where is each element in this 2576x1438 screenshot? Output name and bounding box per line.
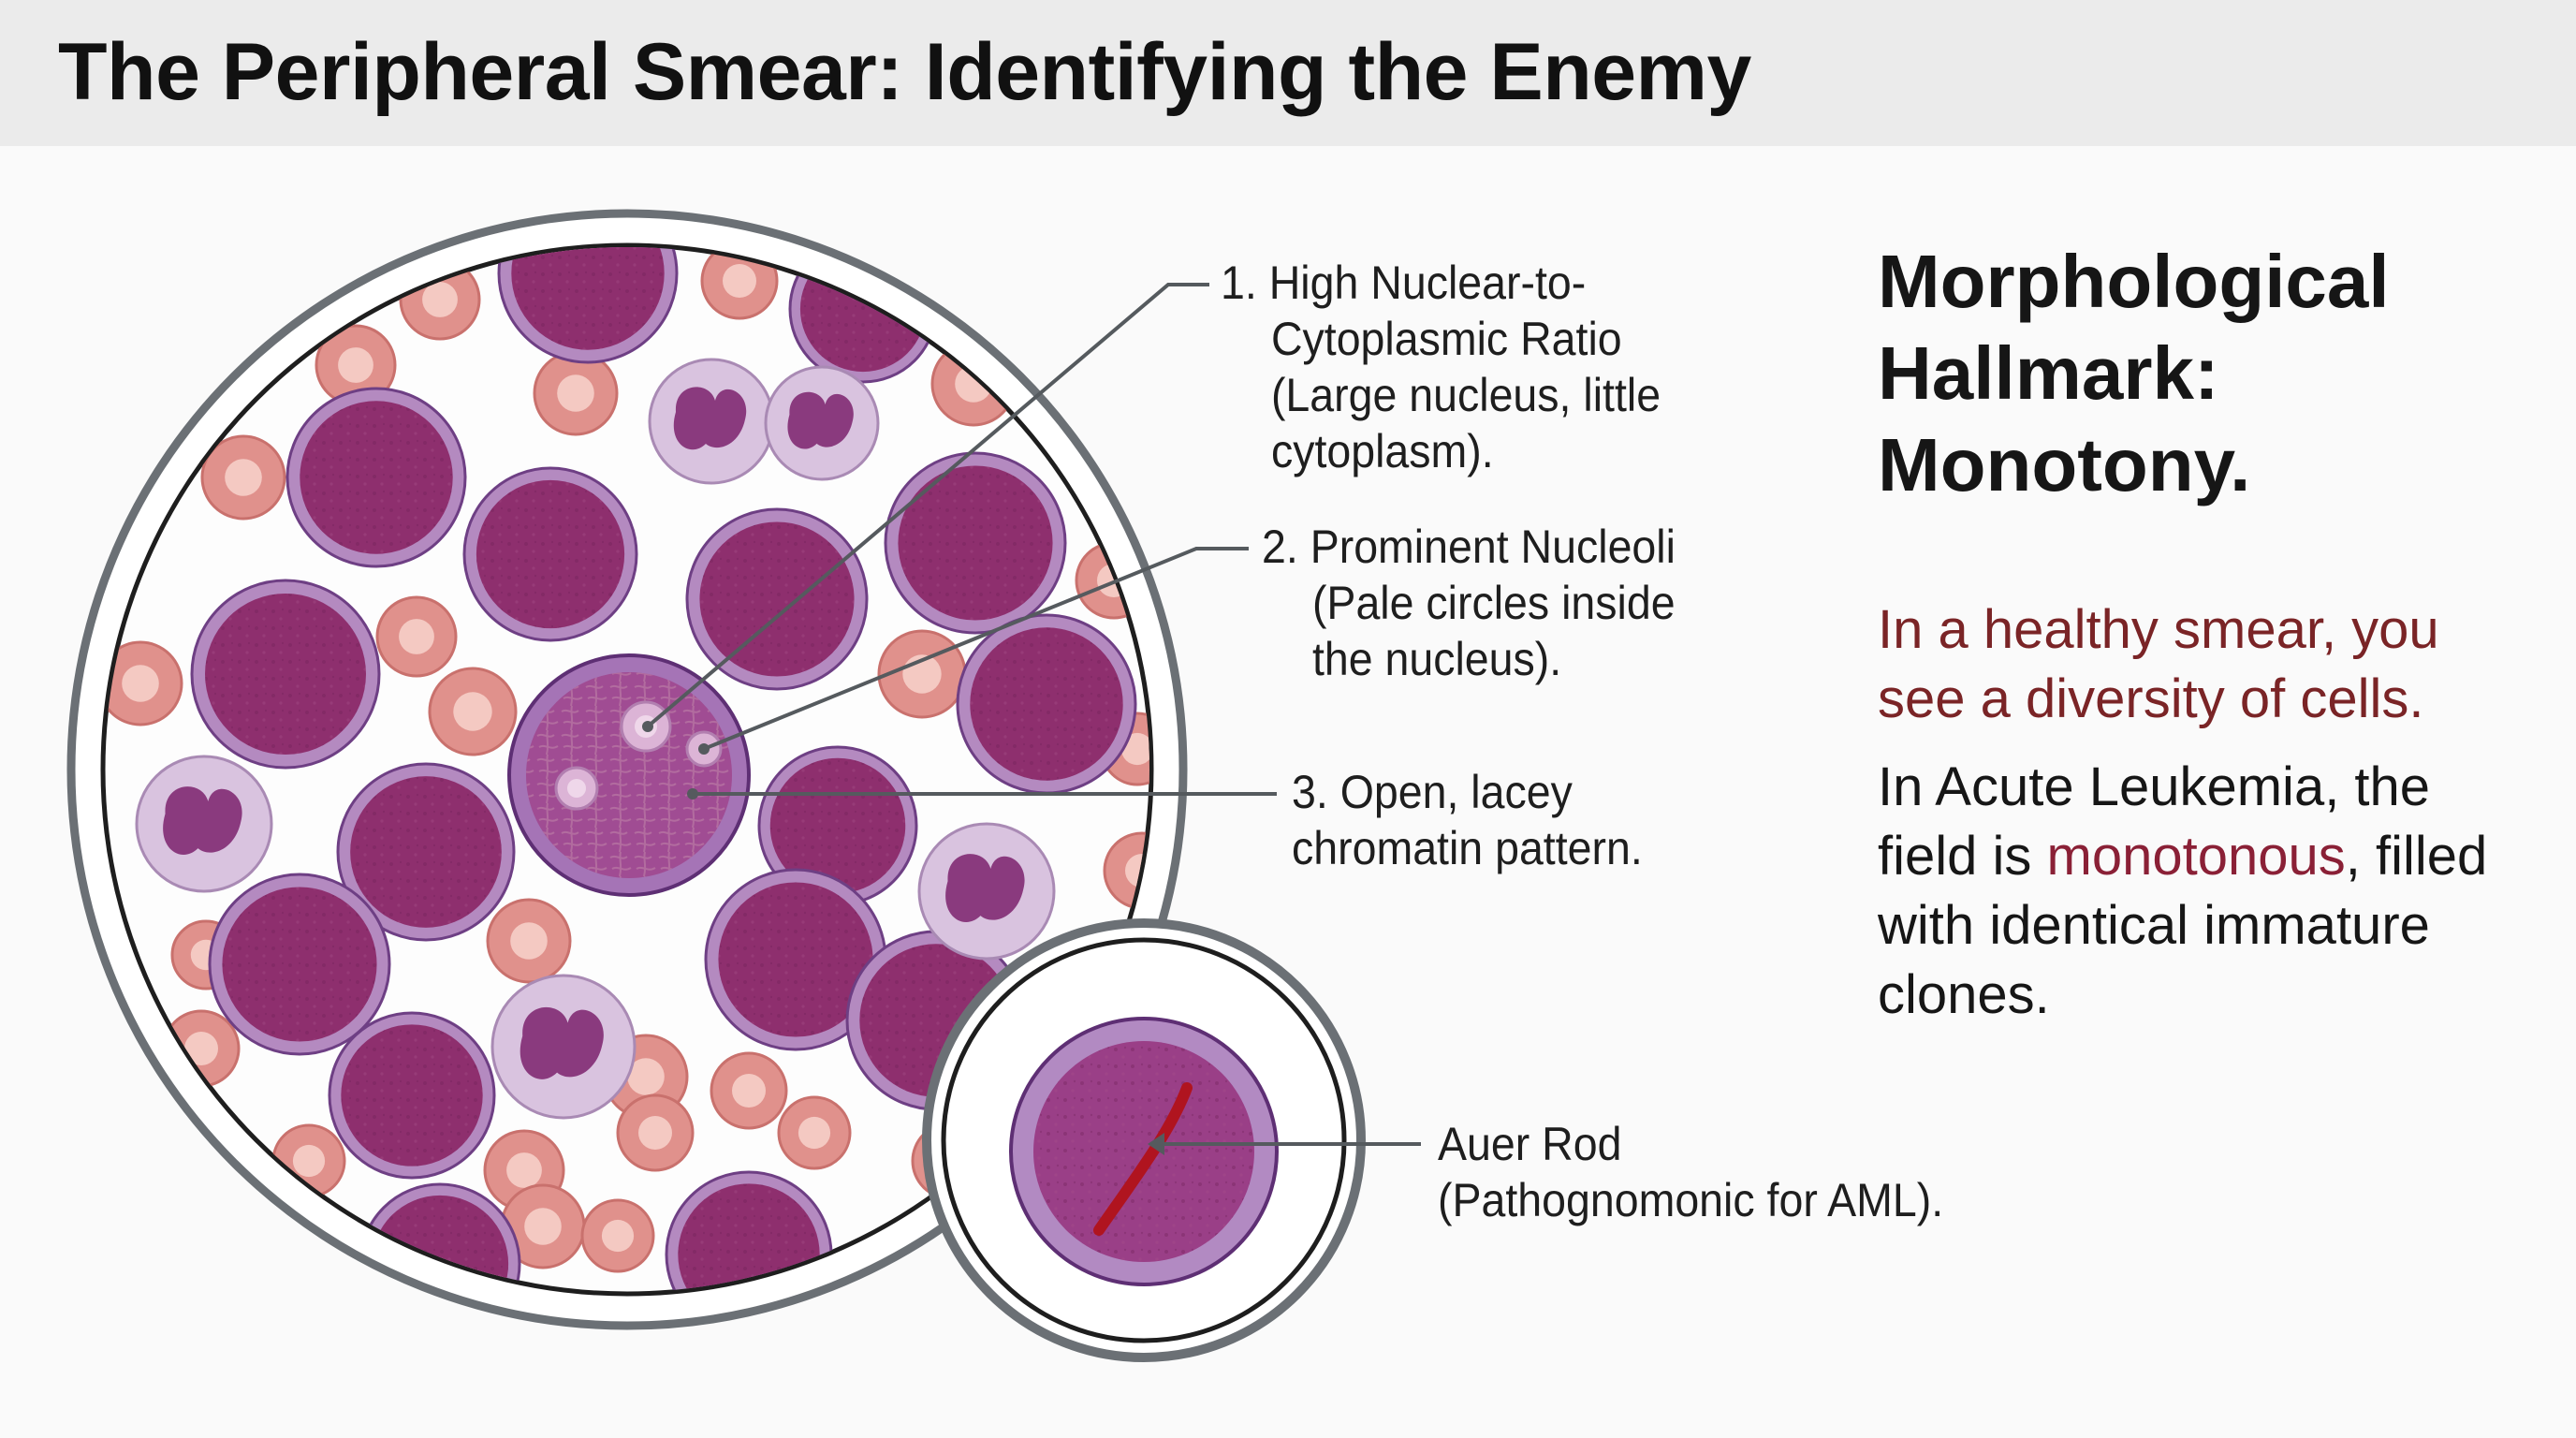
hallmark-line: Hallmark:	[1878, 331, 2219, 415]
blast-cell	[336, 762, 516, 942]
red-blood-cell	[616, 1093, 695, 1172]
leader-lines	[646, 283, 1421, 1146]
blast-cell	[285, 387, 467, 568]
callout-chromatin: 3. Open, lacey chromatin pattern.	[1292, 764, 1643, 876]
callout-nucleoli-line: (Pale circles inside	[1311, 577, 1676, 629]
red-blood-cell	[500, 1183, 586, 1269]
blast-cell	[956, 613, 1137, 795]
callout-nucleoli-line: the nucleus).	[1311, 633, 1562, 685]
hallmark-line: Morphological	[1878, 240, 2390, 323]
callout-nc-ratio-line: cytoplasm).	[1270, 425, 1494, 477]
neutrophil	[135, 755, 273, 893]
blast-cell	[105, 1168, 255, 1292]
title-bar	[0, 0, 2576, 146]
blast-cell	[685, 507, 869, 691]
callout-auer-rod-line: (Pathognomonic for AML).	[1438, 1174, 1944, 1226]
red-blood-cell	[777, 1095, 852, 1170]
callout-nc-ratio-line: (Large nucleus, little	[1270, 369, 1661, 421]
callout-nc-ratio: 1. High Nuclear-to- Cytoplasmic Ratio (L…	[1221, 255, 1661, 479]
focus-blast-cell	[507, 653, 751, 897]
monotonous-highlight: monotonous	[2046, 826, 2346, 887]
red-blood-cell	[105, 640, 183, 726]
callout-nucleoli-label: 2. Prominent Nucleoli	[1262, 521, 1676, 573]
callout-nc-ratio-label: 1. High Nuclear-to-	[1221, 257, 1587, 309]
callout-chromatin-label: 3. Open, lacey	[1292, 766, 1573, 818]
inset-blast-cell	[1009, 1017, 1279, 1286]
blast-cell	[328, 1011, 496, 1180]
blast-cell	[462, 466, 638, 642]
red-blood-cell	[533, 350, 619, 436]
callout-nucleoli: 2. Prominent Nucleoli (Pale circles insi…	[1262, 519, 1676, 687]
blast-cell	[190, 579, 381, 770]
leukemia-text-start: In Acute Leukemia, the field is	[1878, 756, 2431, 887]
hallmark-line: Monotony.	[1878, 423, 2251, 506]
page-title: The Peripheral Smear: Identifying the En…	[58, 27, 1751, 117]
callout-auer-rod-label: Auer Rod	[1438, 1118, 1622, 1170]
red-blood-cell	[486, 898, 572, 984]
blast-cell	[704, 868, 887, 1051]
callout-nc-ratio-line: Cytoplasmic Ratio	[1270, 313, 1622, 365]
neutrophil	[764, 365, 880, 481]
red-blood-cell	[375, 595, 458, 678]
red-blood-cell	[580, 1198, 655, 1273]
red-blood-cell	[428, 667, 518, 756]
red-blood-cell	[315, 324, 397, 406]
neutrophil	[648, 358, 775, 485]
neutrophil	[490, 974, 637, 1120]
blast-cell	[884, 451, 1067, 635]
blast-cell	[757, 745, 918, 906]
healthy-smear-text: In a healthy smear, you see a diversity …	[1878, 599, 2439, 729]
leader-line-1	[646, 283, 1209, 728]
callout-auer-rod: Auer Rod (Pathognomonic for AML).	[1438, 1116, 1943, 1228]
blast-cell	[497, 247, 679, 364]
leukemia-text-end: , filled with identical immature clones.	[1878, 826, 2488, 1025]
red-blood-cell	[200, 434, 286, 521]
hallmark-heading: Morphological Hallmark: Monotony.	[1878, 236, 2390, 511]
blast-cell	[208, 873, 391, 1056]
leukemia-text: In Acute Leukemia, the field is monotono…	[1878, 753, 2533, 1030]
auer-rod	[1093, 1082, 1193, 1236]
neutrophil	[917, 822, 1056, 961]
red-blood-cell	[710, 1051, 788, 1130]
leader-line-2	[703, 547, 1249, 751]
callout-chromatin-line: chromatin pattern.	[1292, 822, 1643, 874]
